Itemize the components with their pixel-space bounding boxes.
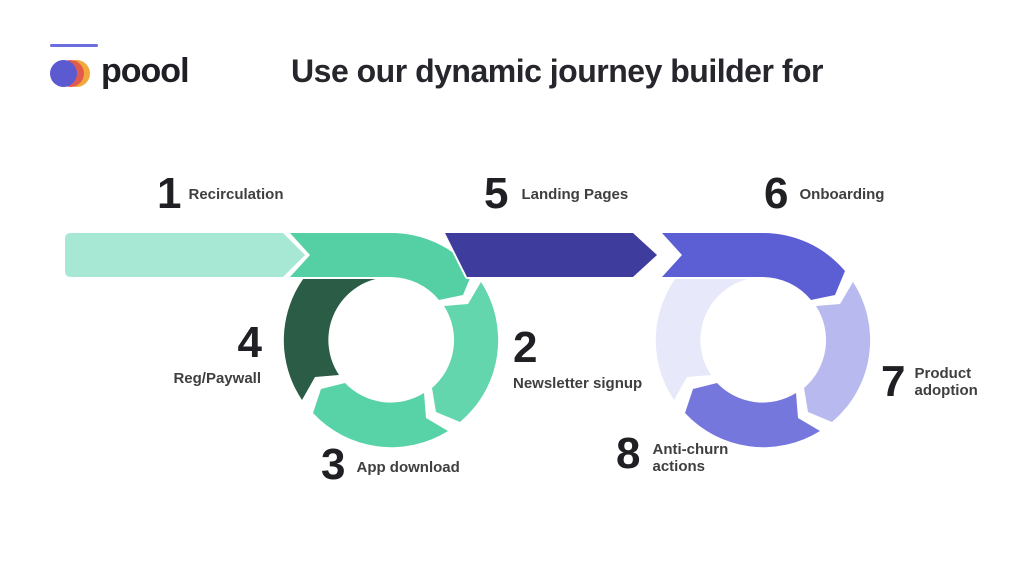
step-number: 3 — [321, 440, 346, 489]
step-label: App download — [356, 459, 460, 476]
cycle2-product-adoption-arc — [804, 282, 871, 422]
logo: poool — [50, 44, 190, 91]
cycle1-entry-band — [288, 230, 475, 302]
brand-wordmark: poool — [101, 52, 190, 90]
step-8-anti-churn: 8 Anti-churn actions — [616, 432, 740, 476]
logo-circle-purple — [50, 60, 77, 87]
step-number: 4 — [237, 318, 262, 367]
cycle2-entry-band — [660, 230, 847, 302]
poool-logo-icon — [50, 60, 91, 87]
step-label: Product adoption — [914, 365, 978, 399]
step1-recirculation-arrow — [63, 231, 307, 279]
step-7-product-adoption: 7 Product adoption — [881, 360, 980, 404]
step-2-newsletter-signup: 2 Newsletter signup — [513, 323, 643, 393]
step5-landing-pages-arrow — [443, 231, 659, 279]
page-title: Use our dynamic journey builder for — [291, 53, 823, 89]
step-3-app-download: 3 App download — [321, 443, 460, 487]
cycle2-antichurn-arc — [685, 383, 820, 448]
step-number: 8 — [616, 429, 641, 478]
step-label: Onboarding — [799, 186, 885, 203]
cycle1-appdownload-arc — [313, 383, 448, 448]
step-6-onboarding: 6 Onboarding — [764, 172, 884, 216]
step-number: 2 — [513, 323, 537, 372]
cycle1-newsletter-arc — [432, 282, 499, 422]
step-label: Anti-churn actions — [652, 441, 729, 475]
step-number: 7 — [881, 357, 906, 406]
step-5-landing-pages: 5 Landing Pages — [484, 172, 628, 216]
step-number: 6 — [764, 169, 789, 218]
step-label: Landing Pages — [521, 186, 629, 203]
step-label: Recirculation — [188, 186, 284, 203]
logo-row: poool — [50, 52, 190, 91]
step-number: 1 — [157, 169, 182, 218]
accent-line — [50, 44, 98, 47]
step-label: Reg/Paywall — [173, 370, 261, 387]
step-number: 5 — [484, 169, 509, 218]
step-1-recirculation: 1 Recirculation — [157, 172, 284, 216]
step-label: Newsletter signup — [513, 375, 643, 392]
step-4-reg-paywall: 4 Reg/Paywall — [163, 318, 262, 388]
